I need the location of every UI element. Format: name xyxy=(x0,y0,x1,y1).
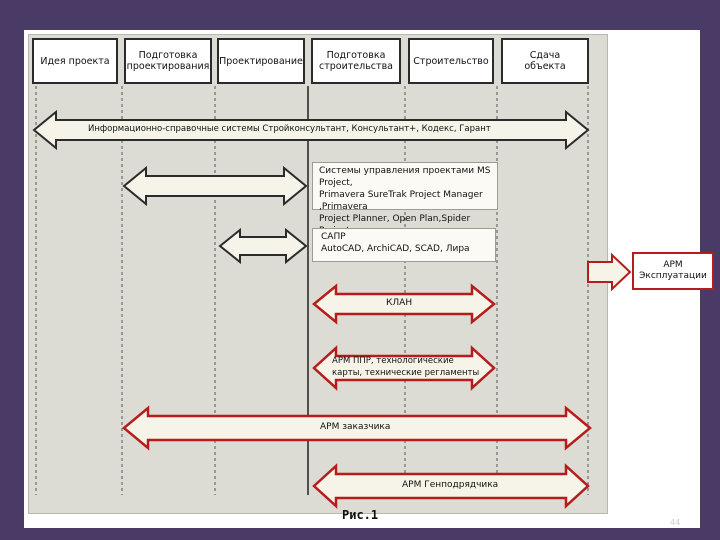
arm-customer-arrow xyxy=(122,405,592,451)
arm-customer-label: АРМ заказчика xyxy=(320,422,391,432)
klan-arrow xyxy=(312,283,496,325)
klan-label: КЛАН xyxy=(386,298,413,308)
arm-ppr-label: АРМ ППР, технологические карты, техничес… xyxy=(332,356,480,378)
cad-box: САПР AutoCAD, ArchiCAD, SCAD, Лира xyxy=(312,228,496,262)
cad-arrow xyxy=(218,227,308,265)
arm-ppr-arrow xyxy=(312,345,496,391)
phase-pre-construction: Подготовка строительства xyxy=(311,38,401,84)
phase-label: Сдача объекта xyxy=(524,50,566,72)
phase-label: Идея проекта xyxy=(40,55,110,67)
pm-systems-box: Системы управления проектами MS Project,… xyxy=(312,162,498,236)
figure-caption: Рис.1 xyxy=(342,508,379,522)
phase-design: Проектирование xyxy=(217,38,305,84)
phase-handover: Сдача объекта xyxy=(501,38,589,84)
pm-systems-arrow xyxy=(122,165,308,207)
phase-label: Строительство xyxy=(413,55,489,67)
phase-construction: Строительство xyxy=(408,38,494,84)
arm-exploitation-arrow xyxy=(587,252,632,292)
arm-contractor-label: АРМ Генподрядчика xyxy=(402,480,499,490)
phase-label: Подготовка проектирования xyxy=(126,50,210,72)
info-systems-arrow xyxy=(32,109,590,151)
phase-label: Подготовка строительства xyxy=(318,50,393,72)
phase-label: Проектирование xyxy=(219,55,303,67)
page-number: 44 xyxy=(670,518,681,527)
phase-pre-design: Подготовка проектирования xyxy=(124,38,212,84)
arm-exploitation-box: АРМ Эксплуатации xyxy=(632,252,714,290)
arm-contractor-arrow xyxy=(312,463,590,509)
phase-idea: Идея проекта xyxy=(32,38,118,84)
info-systems-label: Информационно-справочные системы Стройко… xyxy=(88,124,491,134)
